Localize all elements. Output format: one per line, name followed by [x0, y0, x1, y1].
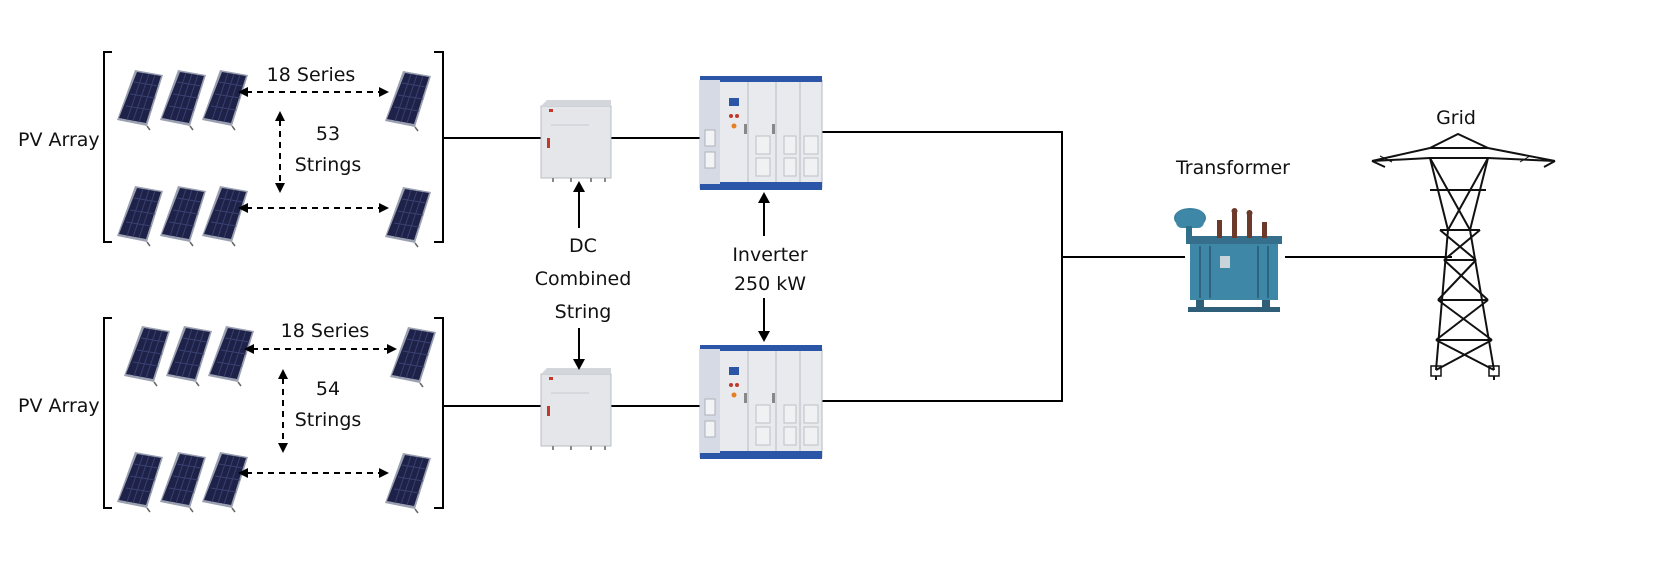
pv-array-label: PV Array — [18, 129, 100, 151]
solar-panel-icon — [116, 69, 164, 131]
wiring — [443, 131, 1452, 407]
grid-label: Grid — [1436, 107, 1476, 129]
transformer-icon — [1174, 208, 1282, 312]
solar-panel-icon — [159, 451, 207, 513]
transformer-label: Transformer — [1175, 157, 1290, 179]
solar-panel-icon — [116, 451, 164, 513]
solar-panel-icon — [159, 185, 207, 247]
combiner-box-icon — [540, 99, 612, 183]
inverter-cabinet-icon — [699, 75, 823, 191]
pv-array-2: PV Array 18 Series 54 Strings — [18, 317, 444, 514]
inverter-cabinet-icon — [699, 344, 823, 460]
series-label: 18 Series — [281, 320, 370, 342]
solar-panel-icon — [384, 70, 432, 132]
combiner-label-line-1: DC — [569, 235, 597, 257]
strings-count: 53 — [316, 123, 340, 145]
combiner-box-icon — [540, 367, 612, 451]
solar-panel-icon — [389, 326, 437, 388]
solar-panel-icon — [159, 69, 207, 131]
inverter-label-group: Inverter 250 kW — [732, 192, 808, 342]
strings-word: Strings — [295, 154, 362, 176]
inverter-label-line-2: 250 kW — [734, 273, 806, 295]
transmission-tower-icon — [1371, 132, 1556, 380]
strings-word: Strings — [295, 409, 362, 431]
series-label: 18 Series — [267, 64, 356, 86]
array-bracket-right — [434, 317, 444, 509]
solar-panel-icon — [384, 452, 432, 514]
combiner-label-group: DC Combined String — [535, 181, 632, 370]
inverter-label-line-1: Inverter — [732, 244, 808, 266]
strings-count: 54 — [316, 378, 340, 400]
array-bracket-left — [103, 51, 112, 243]
solar-panel-icon — [201, 69, 249, 131]
combiner-label-line-3: String — [555, 301, 612, 323]
solar-panel-icon — [207, 325, 255, 387]
pv-array-label: PV Array — [18, 395, 100, 417]
solar-panel-icon — [201, 451, 249, 513]
array-bracket-left — [103, 317, 112, 509]
solar-panel-icon — [384, 186, 432, 248]
combiner-label-line-2: Combined — [535, 268, 632, 290]
solar-panel-icon — [201, 185, 249, 247]
solar-panel-icon — [116, 185, 164, 247]
array-bracket-right — [434, 51, 444, 243]
solar-panel-icon — [165, 325, 213, 387]
solar-panel-icon — [123, 325, 171, 387]
pv-array-1: PV Array 18 Series 53 Strings — [18, 51, 444, 248]
